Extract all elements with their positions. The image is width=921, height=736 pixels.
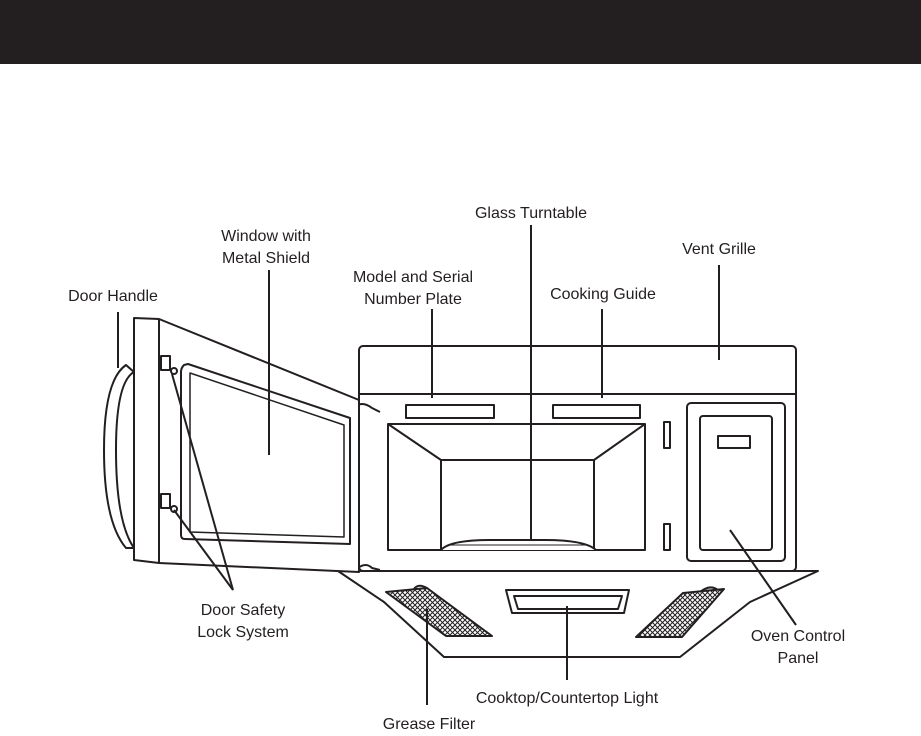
safety-lock-top — [161, 356, 170, 370]
label-vent-grille: Vent Grille — [667, 239, 771, 261]
label-glass-turntable: Glass Turntable — [470, 203, 592, 225]
label-cooking-guide: Cooking Guide — [538, 284, 668, 306]
label-oven-control-panel: Oven Control Panel — [738, 626, 858, 670]
model-serial-plate — [406, 405, 494, 418]
cooking-guide-plate — [553, 405, 640, 418]
label-door-handle: Door Handle — [58, 286, 168, 308]
safety-lock-bottom — [161, 494, 170, 508]
label-window-metal-shield: Window with Metal Shield — [206, 226, 326, 270]
label-grease-filter: Grease Filter — [376, 714, 482, 736]
control-display — [718, 436, 750, 448]
oven-cavity — [388, 424, 645, 550]
label-model-serial-plate: Model and Serial Number Plate — [346, 267, 480, 311]
label-cooktop-light: Cooktop/Countertop Light — [442, 688, 692, 710]
label-door-safety-lock: Door Safety Lock System — [180, 600, 306, 644]
door-handle — [104, 365, 134, 548]
